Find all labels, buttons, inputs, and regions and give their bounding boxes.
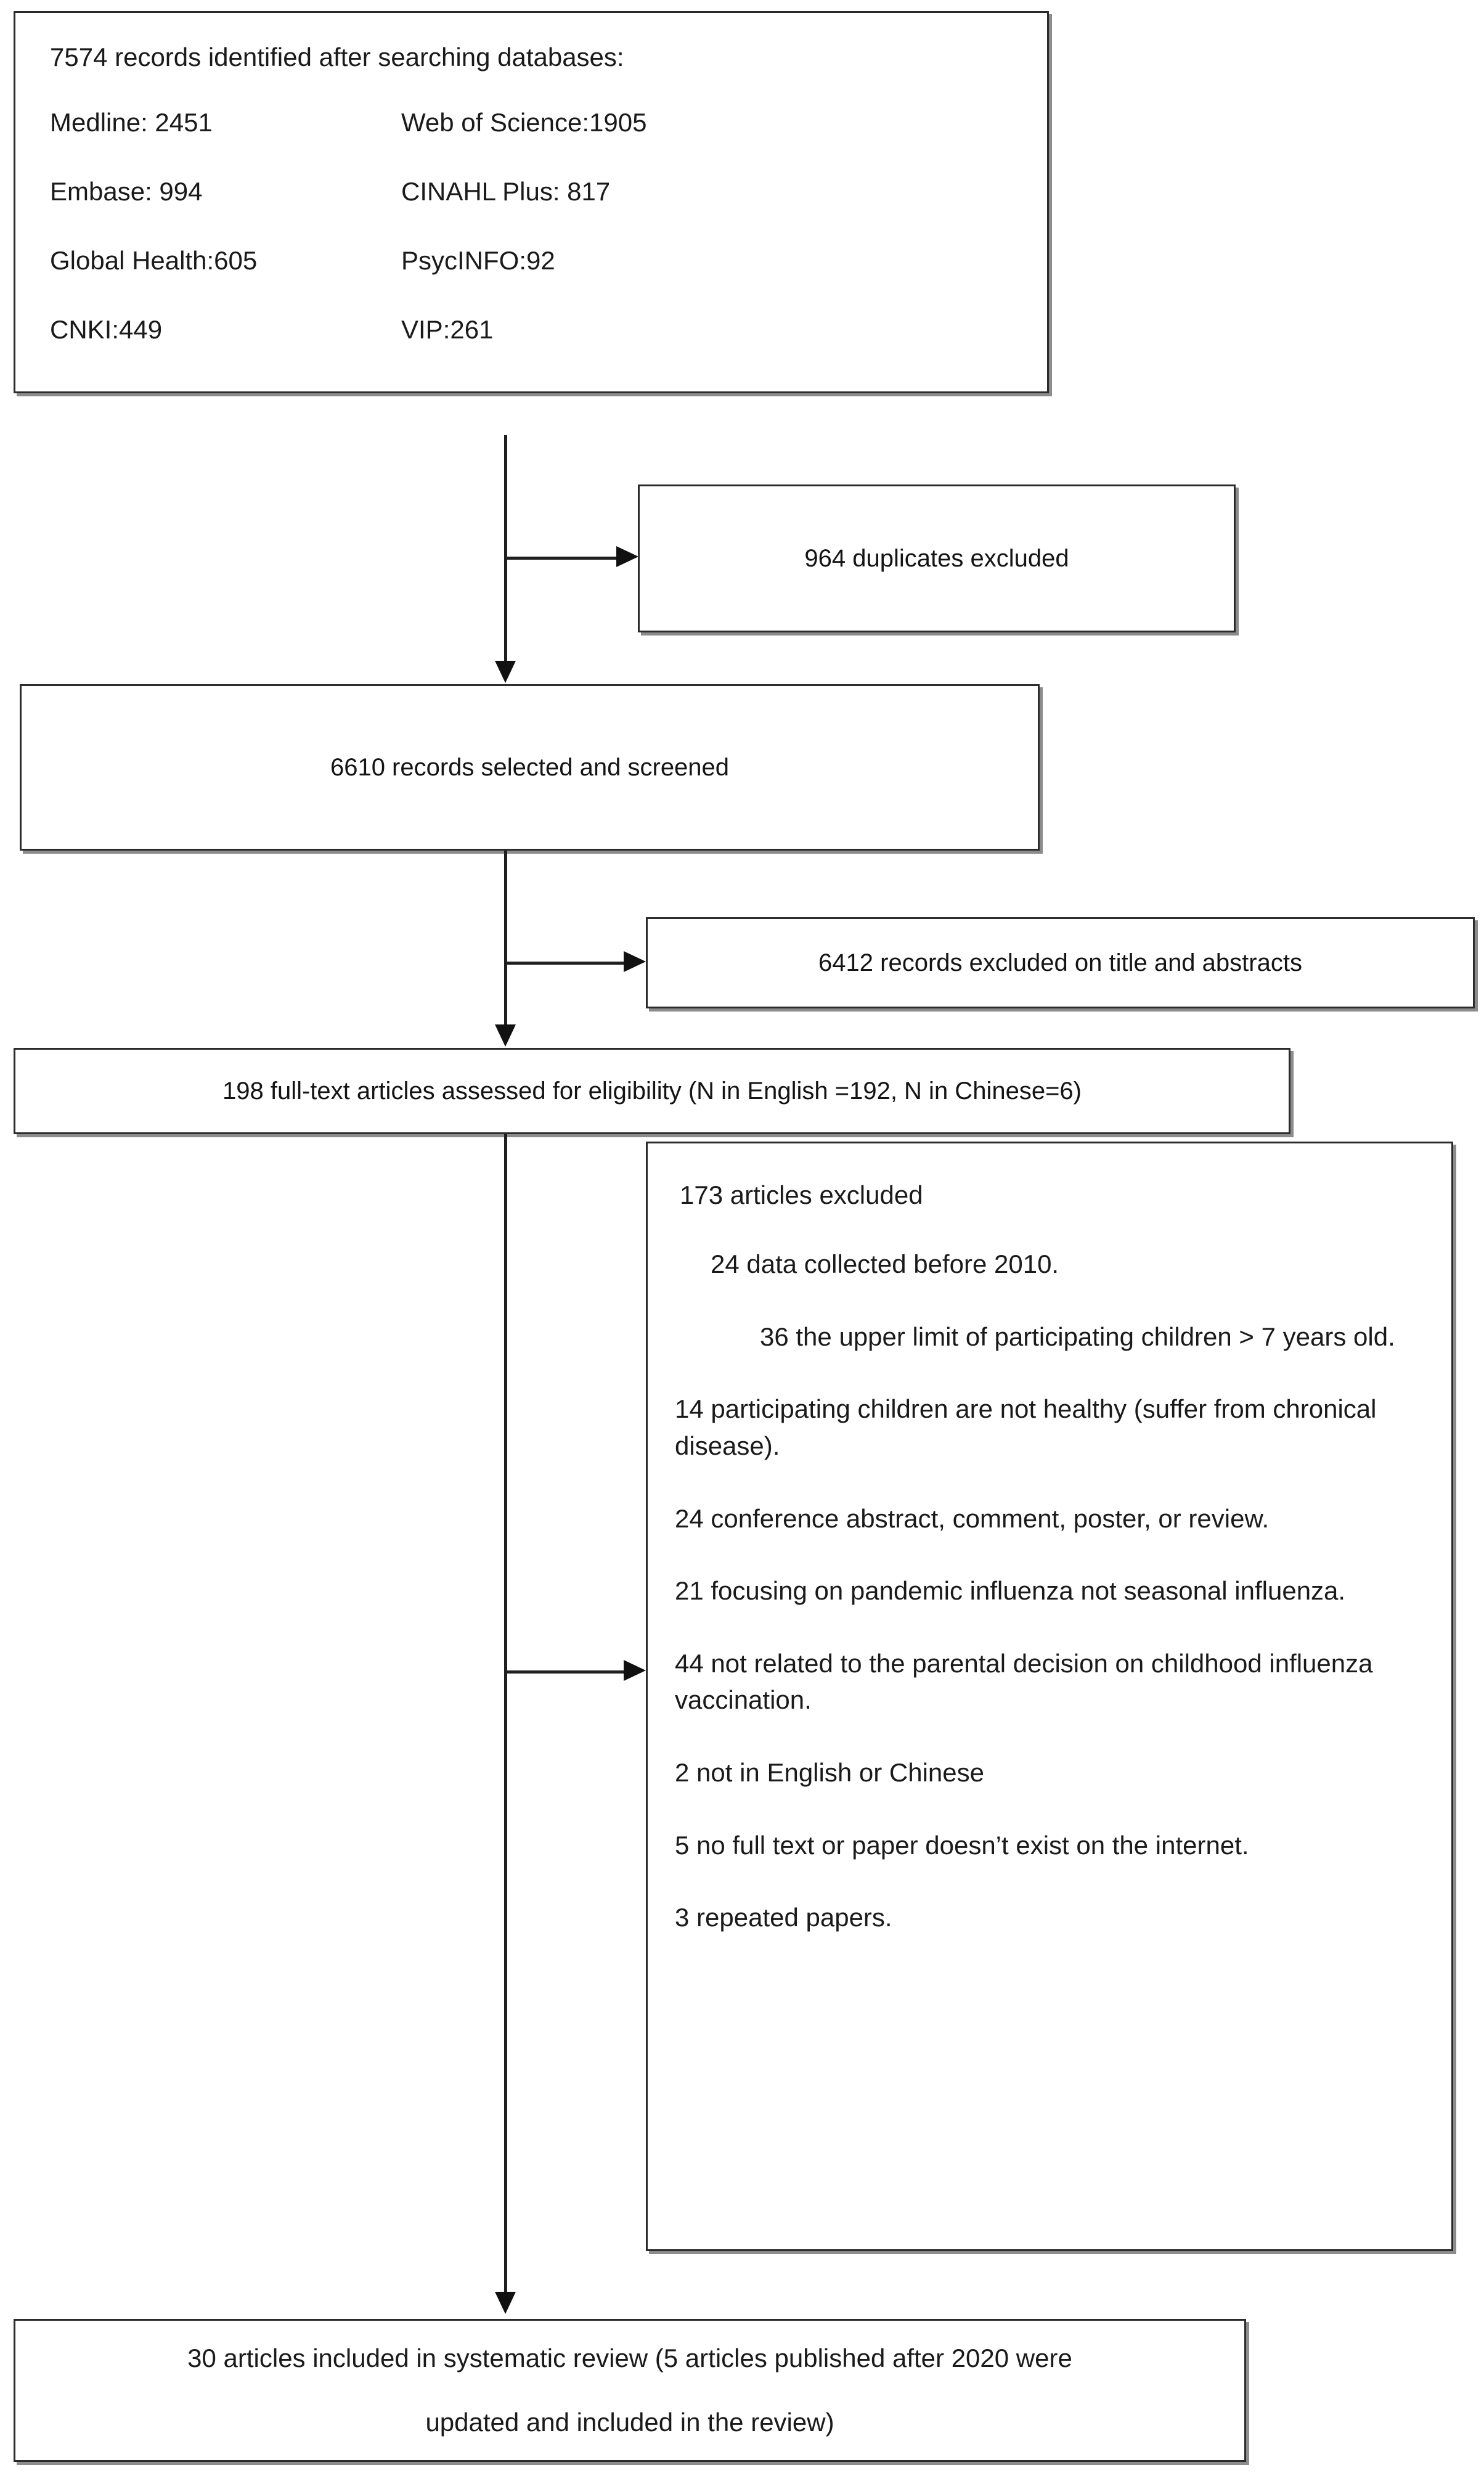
articles-included-line-1: 30 articles included in systematic revie… [187,2344,1072,2373]
arrow-down-to-included [495,2292,516,2314]
database-web-of-science: Web of Science:1905 [401,108,647,137]
connector-sources-to-screened [504,435,507,664]
database-cnki: CNKI:449 [50,315,163,344]
database-psycinfo: PsycINFO:92 [401,246,555,275]
exclusion-reason-item: 5 no full text or paper doesn’t exist on… [675,1830,1249,1860]
excluded-title-abstract-box: 6412 records excluded on title and abstr… [646,917,1475,1008]
arrow-right-to-duplicates [616,546,638,567]
exclusion-reason-item: 2 not in English or Chinese [675,1758,984,1787]
exclusion-reason-item: 24 data collected before 2010. [711,1249,1059,1278]
records-identified-headline: 7574 records identified after searching … [50,43,624,72]
fulltext-assessed-box: 198 full-text articles assessed for elig… [14,1048,1290,1134]
exclusion-reason-item: 36 the upper limit of participating chil… [760,1322,1395,1351]
arrow-right-to-excluded-list [624,1660,646,1681]
articles-excluded-heading: 173 articles excluded [680,1180,923,1209]
arrow-down-to-fulltext [495,1024,516,1047]
database-counts-grid: Medline: 2451 Web of Science:1905 Embase… [50,108,1013,345]
connector-screened-to-fulltext [504,851,507,1028]
connector-fulltext-to-included [504,1134,507,2295]
database-medline: Medline: 2451 [50,108,213,137]
duplicates-excluded-text: 964 duplicates excluded [804,545,1069,572]
records-identified-box: 7574 records identified after searching … [14,11,1049,393]
exclusion-reason-item: 44 not related to the parental decision … [675,1648,1373,1715]
database-vip: VIP:261 [401,315,494,344]
records-screened-box: 6610 records selected and screened [20,684,1040,851]
connector-to-excluded-list [504,1670,627,1674]
articles-included-box: 30 articles included in systematic revie… [14,2319,1246,2462]
exclusion-reason-item: 21 focusing on pandemic influenza not se… [675,1576,1346,1606]
articles-included-line-2: updated and included in the review) [425,2408,834,2437]
articles-excluded-box: 173 articles excluded 24 data collected … [646,1142,1453,2251]
excluded-title-abstract-text: 6412 records excluded on title and abstr… [818,949,1302,976]
duplicates-excluded-box: 964 duplicates excluded [638,484,1236,632]
arrow-down-to-screened [495,661,516,683]
exclusion-reason-item: 24 conference abstract, comment, poster,… [675,1503,1270,1533]
records-screened-text: 6610 records selected and screened [330,754,730,781]
connector-to-excluded-title [504,962,627,965]
arrow-right-to-excluded-title [624,951,646,972]
connector-to-duplicates [504,557,620,560]
exclusion-reason-item: 3 repeated papers. [675,1903,892,1932]
fulltext-assessed-text: 198 full-text articles assessed for elig… [222,1077,1082,1105]
database-global-health: Global Health:605 [50,246,258,275]
exclusion-reason-item: 14 participating children are not health… [675,1394,1377,1460]
database-embase: Embase: 994 [50,177,203,206]
database-cinahl-plus: CINAHL Plus: 817 [401,177,611,206]
